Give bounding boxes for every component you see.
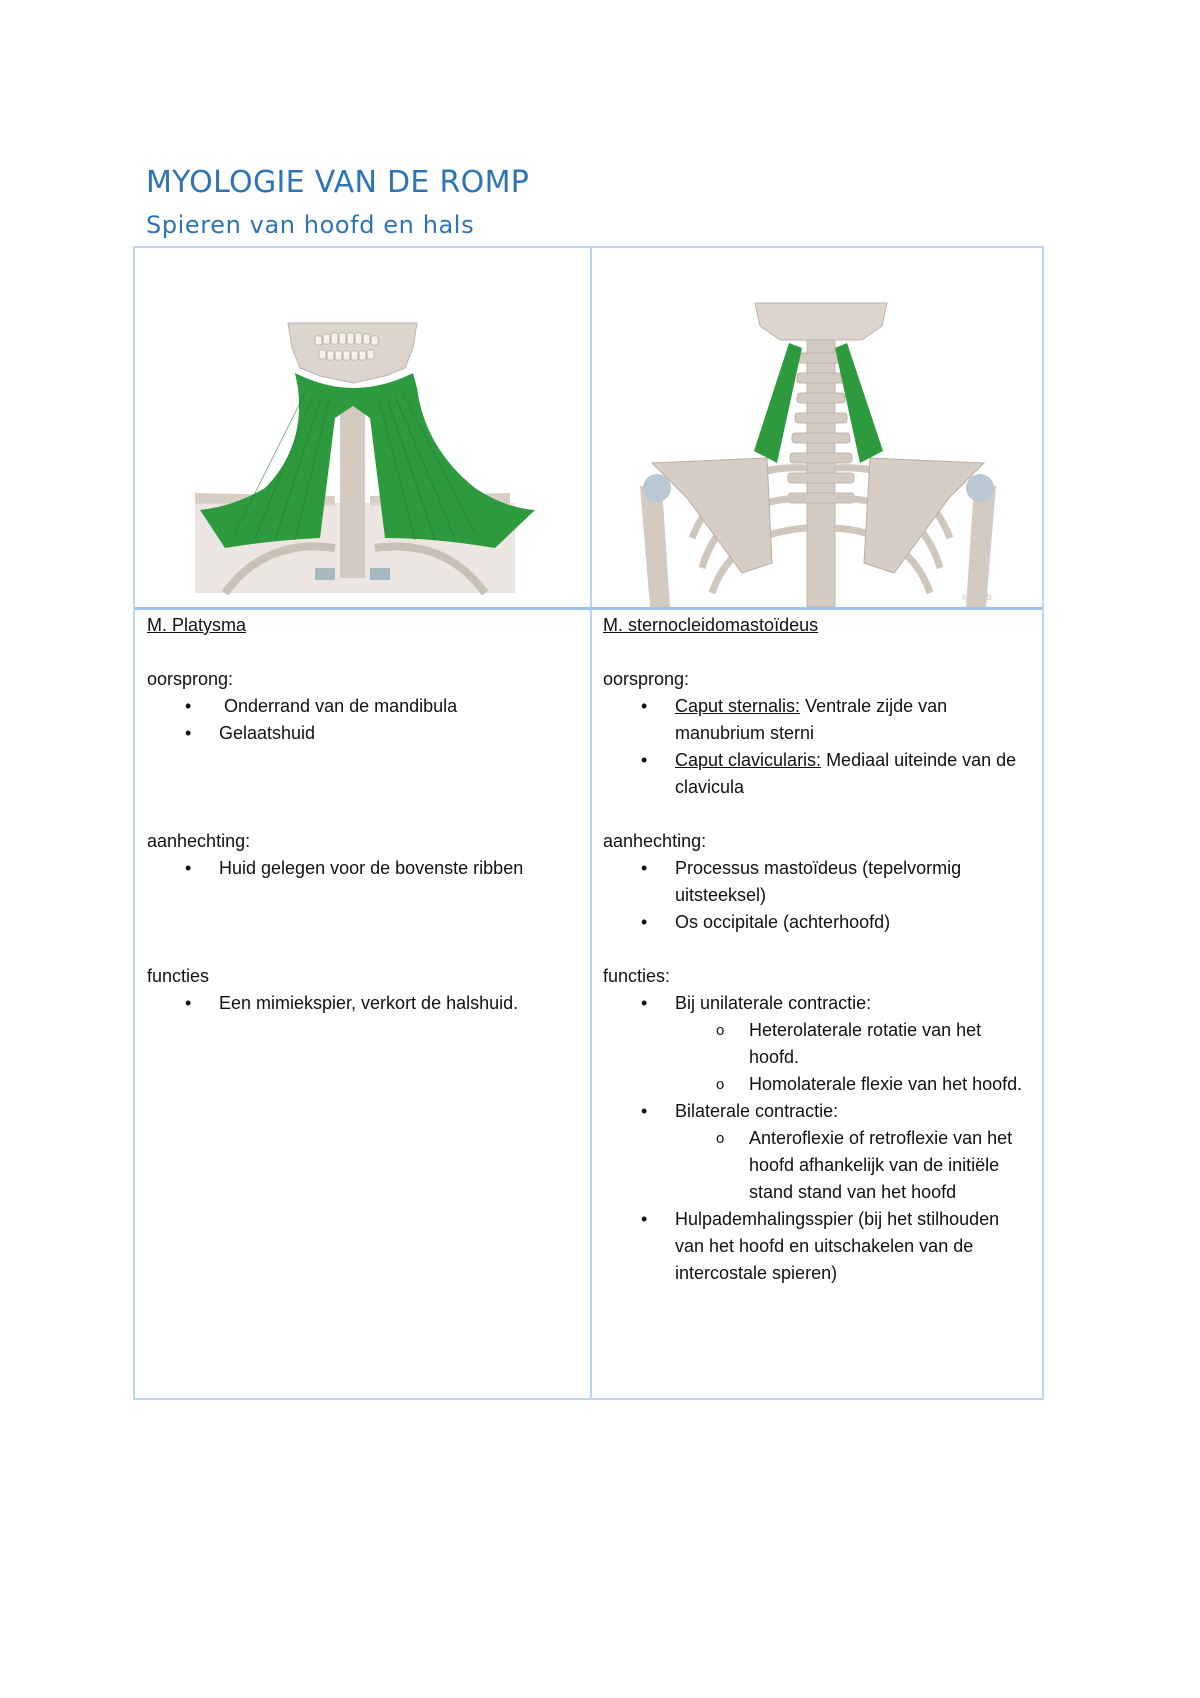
list-item: •Hulpademhalingsspier (bij het stilhoude… <box>603 1206 1033 1287</box>
section-label-functions: functies <box>147 966 210 986</box>
bullet-icon: • <box>641 858 648 878</box>
section-label-insertion: aanhechting: <box>603 831 707 851</box>
list-item: •Bij unilaterale contractie: <box>603 990 1033 1017</box>
list-item: •Gelaatshuid <box>147 720 577 747</box>
bullet-icon: • <box>641 993 648 1013</box>
functions-list: •Een mimiekspier, verkort de halshuid. <box>147 990 577 1017</box>
muscle-name-scm: M. sternocleidomastoïdeus <box>603 615 819 635</box>
bullet-icon: • <box>641 1209 648 1229</box>
muscle-table: kenhub M. Platysma oorsprong: • Onderran… <box>133 246 1044 1400</box>
page-title: MYOLOGIE VAN DE ROMP <box>146 165 530 200</box>
sub-bullet-icon: o <box>716 1076 725 1093</box>
column-divider <box>590 248 592 1398</box>
list-item: •Caput sternalis: Ventrale zijde van man… <box>603 693 1033 747</box>
section-label-origin: oorsprong: <box>603 669 690 689</box>
sternocleidomastoideus-image: kenhub <box>592 248 1044 607</box>
muscle-name-platysma: M. Platysma <box>147 615 247 635</box>
sub-bullet-icon: o <box>716 1022 725 1039</box>
platysma-illustration-icon <box>195 322 535 596</box>
bullet-icon: • <box>185 696 192 716</box>
section-label-insertion: aanhechting: <box>147 831 251 851</box>
row-divider <box>135 607 1042 610</box>
insertion-list: •Processus mastoïdeus (tepelvormig uitst… <box>603 855 1033 936</box>
bullet-icon: • <box>641 750 648 770</box>
page-subtitle: Spieren van hoofd en hals <box>146 211 475 239</box>
origin-list: • Onderrand van de mandibula •Gelaatshui… <box>147 693 577 747</box>
bullet-icon: • <box>641 912 648 932</box>
insertion-list: •Huid gelegen voor de bovenste ribben <box>147 855 577 882</box>
bullet-icon: • <box>185 993 192 1013</box>
platysma-description: M. Platysma oorsprong: • Onderrand van d… <box>147 612 577 1017</box>
origin-list: •Caput sternalis: Ventrale zijde van man… <box>603 693 1033 801</box>
section-label-origin: oorsprong: <box>147 669 234 689</box>
watermark-text: kenhub <box>962 592 992 602</box>
platysma-image <box>135 248 590 607</box>
sternocleidomastoideus-description: M. sternocleidomastoïdeus oorsprong: •Ca… <box>603 612 1033 1287</box>
list-item: •Os occipitale (achterhoofd) <box>603 909 1033 936</box>
list-item: •Caput clavicularis: Mediaal uiteinde va… <box>603 747 1033 801</box>
sub-bullet-icon: o <box>716 1130 725 1147</box>
list-item: •Bilaterale contractie: <box>603 1098 1033 1125</box>
list-item: •Processus mastoïdeus (tepelvormig uitst… <box>603 855 1033 909</box>
bullet-icon: • <box>185 858 192 878</box>
bullet-icon: • <box>185 723 192 743</box>
list-item: • Onderrand van de mandibula <box>147 693 577 720</box>
sternocleidomastoideus-illustration-icon: kenhub <box>640 302 996 607</box>
list-item: •Een mimiekspier, verkort de halshuid. <box>147 990 577 1017</box>
bullet-icon: • <box>641 696 648 716</box>
bullet-icon: • <box>641 1101 648 1121</box>
section-label-functions: functies: <box>603 966 671 986</box>
list-item: •Huid gelegen voor de bovenste ribben <box>147 855 577 882</box>
